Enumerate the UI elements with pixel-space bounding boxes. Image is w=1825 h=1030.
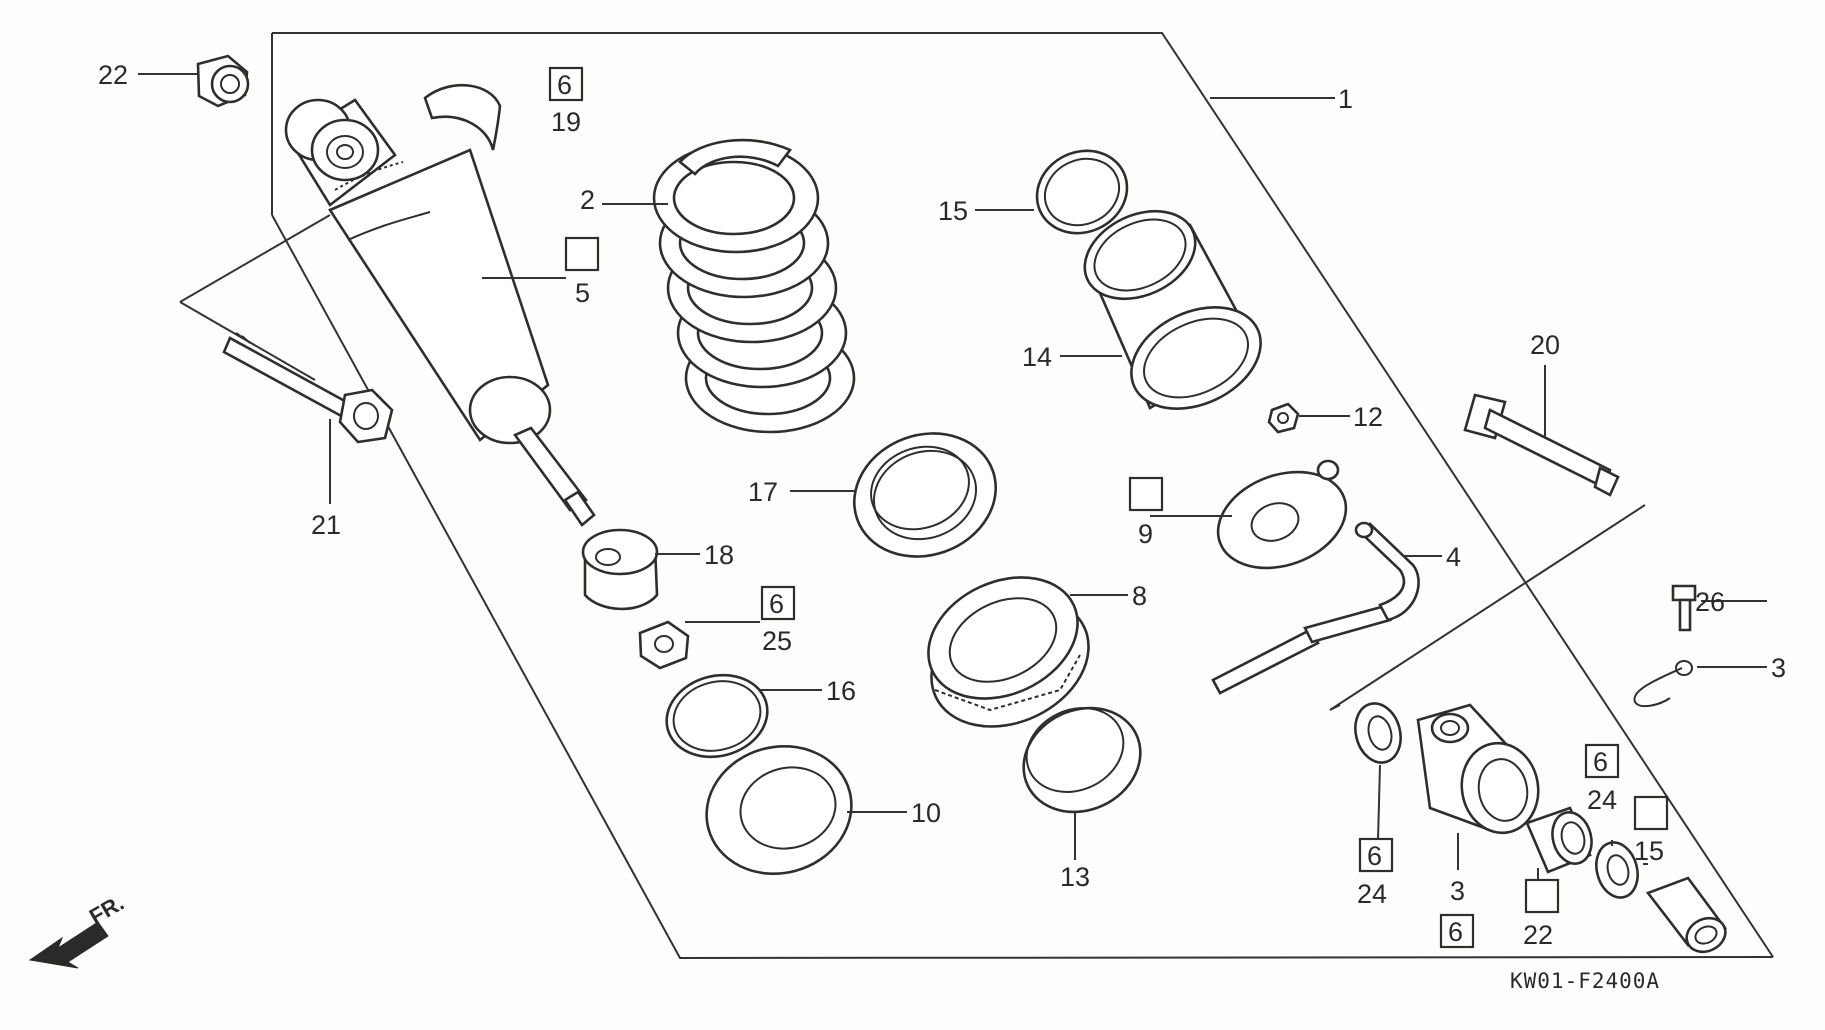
- front-label: FR.: [85, 890, 128, 929]
- callout-1: 1: [1338, 84, 1353, 114]
- part-26-bolt: [1671, 584, 1697, 632]
- callout-21: 21: [311, 510, 341, 540]
- part-25-nut: [638, 620, 690, 670]
- part-9-washer-plate: [1216, 459, 1348, 570]
- part-21-bolt: [222, 332, 394, 444]
- part-13-spring-collar: [1083, 209, 1262, 410]
- callout-3-box: 6: [1448, 917, 1463, 947]
- part-20-pin: [1463, 393, 1620, 497]
- part-19-bushing-half: [423, 83, 502, 151]
- callout-13: 14: [1022, 342, 1052, 372]
- callout-4: 4: [1446, 542, 1461, 572]
- callout-9: 9: [1138, 519, 1153, 549]
- callout-22: 22: [98, 60, 128, 90]
- drawing-code: KW01-F2400A: [1510, 969, 1660, 993]
- callout-14: 15: [938, 196, 968, 226]
- part-18-bump-rubber: [581, 528, 659, 611]
- part-11-small-nut: [1267, 402, 1300, 434]
- leader-lines: [138, 73, 1767, 880]
- part-4-adjuster-rod: [1211, 521, 1420, 695]
- callout-25: 25: [762, 626, 792, 656]
- callout-15: 15: [1634, 836, 1664, 866]
- callout-26-number: 26: [1695, 587, 1725, 617]
- callout-5: 3: [1771, 653, 1786, 683]
- front-arrow-icon: [28, 921, 109, 969]
- part-16-circlip: [665, 673, 769, 759]
- callout-11: 12: [1353, 402, 1383, 432]
- callout-8: 8: [1132, 581, 1147, 611]
- part-5-clip: [1633, 660, 1693, 708]
- callout-17: 17: [748, 477, 778, 507]
- callout-7: 5: [575, 278, 590, 308]
- callout-24a: 24: [1357, 879, 1387, 909]
- callout-19: 19: [551, 107, 581, 137]
- callout-25-box: 6: [769, 589, 784, 619]
- part-10-seal: [705, 744, 853, 876]
- callout-24b-box: 6: [1593, 747, 1608, 777]
- part-24-seal-right: [1595, 841, 1639, 899]
- part-7-damper-body: [284, 98, 596, 527]
- boxed-callouts: 6 19 5 9 6 25 6 24 3 6 22 6 24 15: [548, 66, 1669, 950]
- part-24-seal-left: [1354, 702, 1402, 764]
- part-17-spring-seat: [852, 432, 998, 558]
- callout-3: 3: [1450, 876, 1465, 906]
- callout-20: 20: [1530, 330, 1560, 360]
- callout-10: 10: [911, 798, 941, 828]
- callout-2: 2: [580, 185, 595, 215]
- part-12-dust-seal: [1022, 706, 1142, 814]
- callout-23: 22: [1523, 920, 1553, 950]
- callout-16: 16: [826, 676, 856, 706]
- callout-24a-box: 6: [1367, 841, 1382, 871]
- front-direction-indicator: FR.: [28, 890, 128, 969]
- part-22-flange-nut: [196, 54, 250, 108]
- callout-24b: 24: [1587, 785, 1617, 815]
- callout-19-box: 6: [557, 70, 572, 100]
- part-15-collar: [1645, 876, 1727, 954]
- callout-18: 18: [704, 540, 734, 570]
- callout-12: 13: [1060, 862, 1090, 892]
- part-8-bearing: [927, 576, 1090, 728]
- part-23-needle-bearing: [1525, 806, 1593, 874]
- part-14-ring: [1035, 149, 1129, 235]
- part-2-spring: [652, 138, 856, 434]
- callout-labels: 22 1 2 15 14 12 20 21 17 4 18 8 26 16 3 …: [98, 60, 1786, 892]
- part-3-clevis: [1416, 703, 1540, 835]
